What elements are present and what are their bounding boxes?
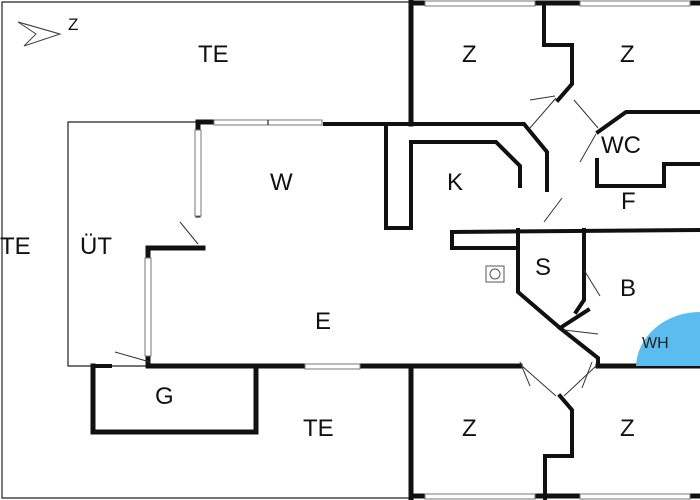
window — [424, 493, 536, 500]
room-label-z-bottom-right: Z — [620, 415, 635, 442]
doors — [114, 95, 601, 397]
window — [144, 257, 152, 357]
room-label-ut: ÜT — [80, 233, 112, 260]
room-label-te-bottom: TE — [303, 415, 334, 442]
room-label-s: S — [535, 254, 551, 281]
room-label-k: K — [447, 169, 463, 196]
room-label-te-left: TE — [0, 233, 31, 260]
room-label-f: F — [621, 188, 636, 215]
water-heater-icon — [636, 312, 700, 366]
room-label-z-bottom-left: Z — [462, 415, 477, 442]
terrace-outline — [1, 1, 411, 499]
compass-label: Z — [68, 15, 78, 34]
window — [304, 363, 361, 370]
north-arrow-icon — [17, 21, 62, 47]
room-label-z-top-left: Z — [462, 41, 477, 68]
room-label-g: G — [155, 383, 174, 410]
room-label-z-top-right: Z — [620, 41, 635, 68]
room-label-wc: WC — [601, 132, 641, 159]
stove-icon — [485, 265, 505, 283]
room-label-w: W — [270, 169, 293, 196]
window — [579, 493, 691, 500]
window — [194, 129, 202, 217]
room-label-e: E — [315, 308, 331, 335]
windows — [144, 0, 691, 500]
window — [424, 0, 536, 7]
walls — [90, 0, 700, 500]
room-label-te-top: TE — [198, 41, 229, 68]
room-label-b: B — [620, 275, 636, 302]
window — [579, 0, 691, 7]
water-heater-label: WH — [642, 335, 669, 352]
